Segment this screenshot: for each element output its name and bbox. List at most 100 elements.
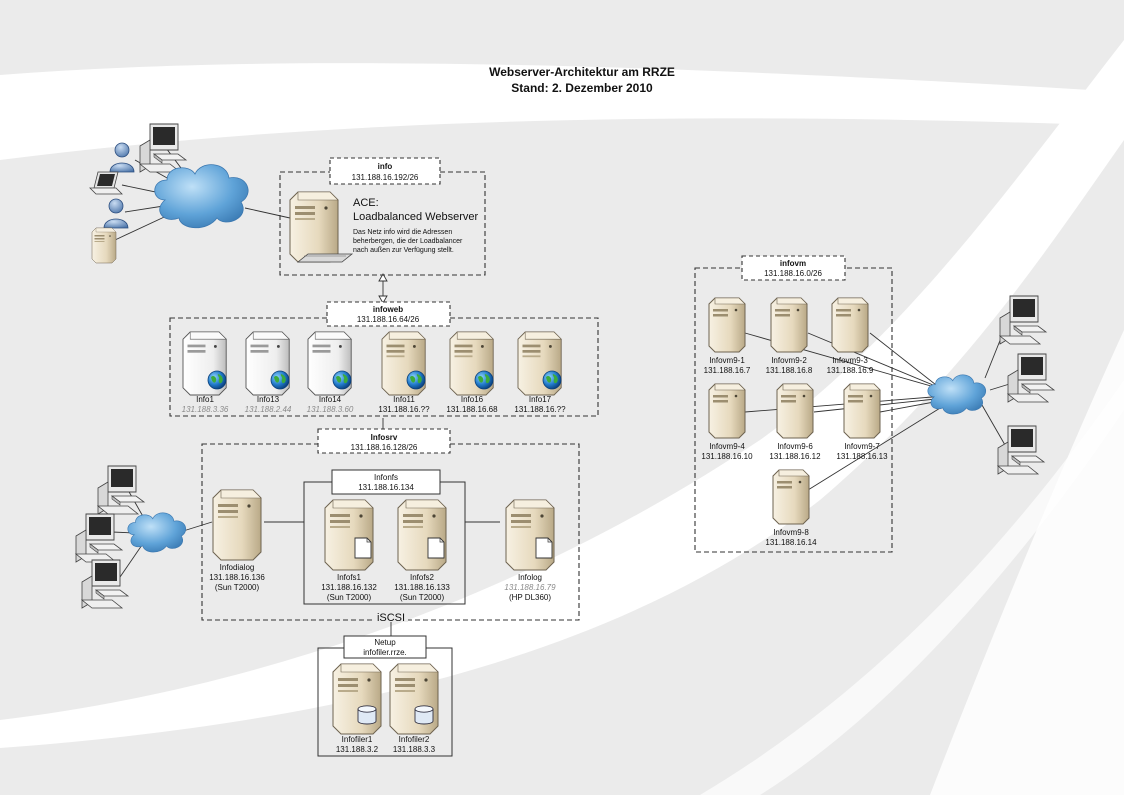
server-name: Infovm9-3 <box>832 356 868 365</box>
server-name: Infofiler2 <box>399 735 430 744</box>
infonfs-ip: 131.188.16.134 <box>358 483 414 492</box>
small-server-icon <box>91 227 117 264</box>
server-ip: 131.188.16.13 <box>836 452 888 461</box>
server-name: Infovm9-2 <box>771 356 807 365</box>
netup-name: Netup <box>374 638 396 647</box>
info-network-label <box>329 157 441 185</box>
remote-clients-group <box>927 295 1055 475</box>
info-network-name: info <box>378 162 393 171</box>
server-ip: 131.188.16.133 <box>394 583 450 592</box>
server-ip: 131.188.16.?? <box>378 405 430 414</box>
server-ip: 131.188.3.60 <box>307 405 354 414</box>
workstation-icon <box>999 295 1047 345</box>
ace-note-line3: nach außen zur Verfügung stellt. <box>353 247 454 254</box>
server-icon <box>776 383 814 439</box>
infonfs-label-box <box>331 469 441 495</box>
globe-icon <box>406 370 426 390</box>
server-name: Info17 <box>529 395 552 404</box>
globe-icon <box>207 370 227 390</box>
background-swooshes <box>0 40 1124 795</box>
server-name: Infovm9-8 <box>773 528 809 537</box>
iscsi-label: iSCSI <box>377 612 405 624</box>
server-ip: 131.188.16.12 <box>769 452 821 461</box>
netup-host: infofiler.rrze. <box>363 648 407 657</box>
server-icon <box>831 297 869 353</box>
infosrv-network-zone: Infosrv 131.188.16.128/26 Infonfs 131.18… <box>201 428 580 624</box>
infosrv-network-name: Infosrv <box>371 433 398 442</box>
workstation-icon <box>1007 353 1055 403</box>
server-ip: 131.188.3.2 <box>336 745 379 754</box>
server-ip: 131.188.16.10 <box>701 452 753 461</box>
server-icon <box>397 499 447 571</box>
diagram-subtitle: Stand: 2. Dezember 2010 <box>511 81 653 95</box>
infovm-network-name: infovm <box>780 259 806 268</box>
server-name: Info1 <box>196 395 214 404</box>
document-icon <box>427 537 445 559</box>
intranet-clients-group <box>75 465 187 609</box>
infovm-network-zone: infovm 131.188.16.0/26 Infovm9-1131.188.… <box>694 255 893 553</box>
workstation-icon <box>997 425 1045 475</box>
infoweb-network-zone: infoweb 131.188.16.64/26 Info1 131.188.3.… <box>169 301 599 417</box>
server-icon <box>843 383 881 439</box>
infovm-network-label <box>741 255 846 281</box>
ace-note-line2: beherbergen, die der Loadbalancer <box>353 238 463 245</box>
document-icon <box>535 537 553 559</box>
infoweb-network-name: infoweb <box>373 305 403 314</box>
internet-clients-group <box>89 123 249 264</box>
globe-icon <box>270 370 290 390</box>
globe-icon <box>542 370 562 390</box>
server-icon <box>505 499 555 571</box>
server-name: Infovm9-4 <box>709 442 745 451</box>
server-name: Infovm9-1 <box>709 356 745 365</box>
infosrv-network-subnet: 131.188.16.128/26 <box>351 443 418 452</box>
server-name: Info14 <box>319 395 342 404</box>
server-name: Info11 <box>393 395 415 404</box>
workstation-icon <box>75 513 123 563</box>
server-model: (Sun T2000) <box>400 593 445 602</box>
server-model: (HP DL360) <box>509 593 551 602</box>
server-name: Info16 <box>461 395 484 404</box>
server-ip: 131.188.3.3 <box>393 745 436 754</box>
ace-note-line1: Das Netz info wird die Adressen <box>353 229 452 236</box>
info-network-subnet: 131.188.16.192/26 <box>352 173 419 182</box>
server-ip: 131.188.16.68 <box>446 405 498 414</box>
server-icon <box>708 383 746 439</box>
server-ip: 131.188.16.79 <box>504 583 556 592</box>
server-ip: 131.188.2.44 <box>245 405 292 414</box>
infosrv-network-label <box>317 428 451 454</box>
server-name: Infofiler1 <box>342 735 373 744</box>
diagram-title: Webserver-Architektur am RRZE <box>489 65 675 79</box>
laptop-icon <box>89 171 123 195</box>
server-icon <box>770 297 808 353</box>
info-network-zone: info 131.188.16.192/26 ACE: Loadbalanced… <box>279 157 486 276</box>
ace-server-icon <box>289 191 354 263</box>
server-ip: 131.188.16.14 <box>765 538 817 547</box>
infonfs-name: Infonfs <box>374 473 398 482</box>
server-name: Infovm9-7 <box>844 442 880 451</box>
document-icon <box>354 537 372 559</box>
server-name: Infolog <box>518 573 542 582</box>
netup-storage-zone: Netup infofiler.rrze. Infofiler1131.188.… <box>317 635 453 757</box>
netup-label-box <box>343 635 427 659</box>
disk-icon <box>414 705 434 725</box>
infovm-network-subnet: 131.188.16.0/26 <box>764 269 822 278</box>
ace-subtitle: Loadbalanced Webserver <box>353 211 478 223</box>
intranet-cloud-icon <box>127 512 187 553</box>
infoweb-network-subnet: 131.188.16.64/26 <box>357 315 420 324</box>
